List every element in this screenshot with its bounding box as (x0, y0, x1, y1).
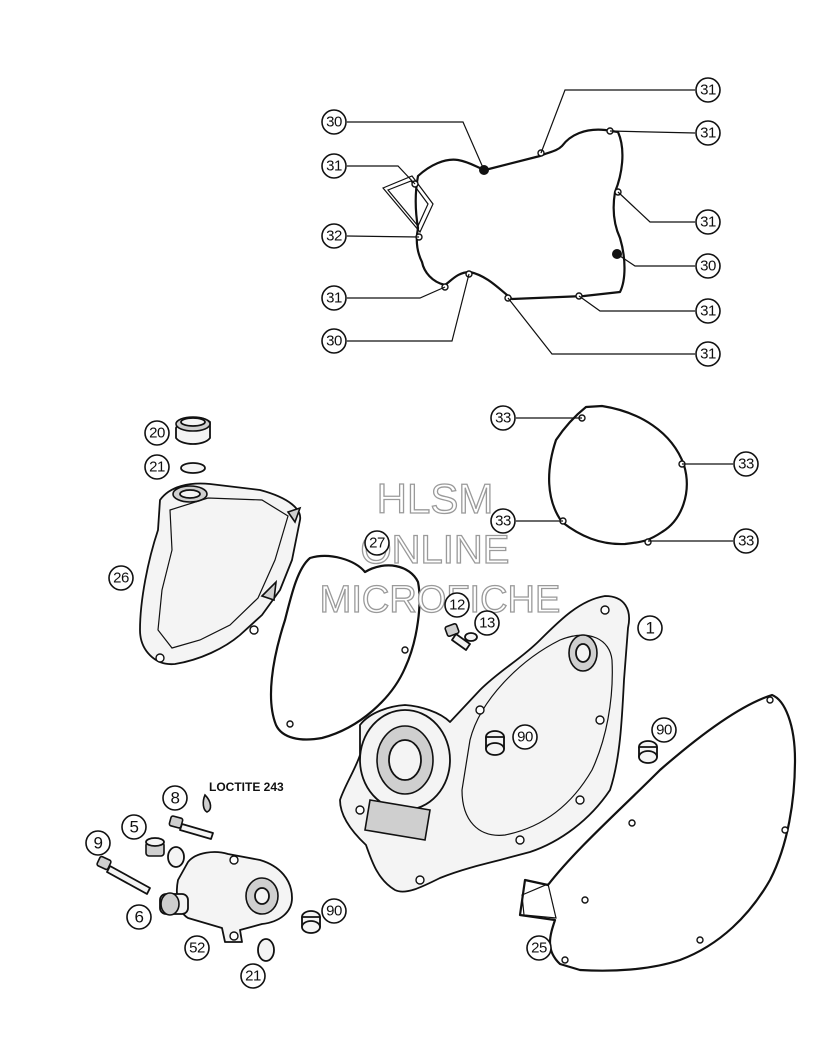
bolt-12 (444, 623, 471, 651)
svg-text:31: 31 (700, 303, 716, 320)
svg-text:9: 9 (94, 834, 103, 853)
svg-text:1: 1 (646, 619, 655, 638)
callout-90: 90 (321, 898, 347, 924)
round-gasket-33 (548, 404, 688, 546)
crankcase-cover-1 (339, 595, 630, 893)
watermark: HLSM ONLINE MICROFICHE (319, 474, 561, 621)
dowel-90-c (301, 910, 321, 934)
plug-5 (145, 837, 165, 857)
svg-text:12: 12 (449, 597, 465, 614)
callout-8: 8 (162, 785, 188, 811)
callout-31: 31 (695, 341, 721, 367)
callout-90: 90 (651, 717, 677, 743)
callout-31: 31 (695, 77, 721, 103)
svg-text:21: 21 (245, 968, 261, 985)
top-gasket (382, 127, 626, 302)
leader-lines (346, 89, 733, 542)
svg-text:52: 52 (189, 940, 205, 957)
callout-5: 5 (121, 814, 147, 840)
callout-33: 33 (733, 528, 759, 554)
callout-12: 12 (444, 592, 470, 618)
callout-26: 26 (108, 565, 134, 591)
callout-20: 20 (144, 420, 170, 446)
loctite-note: LOCTITE 243 (209, 780, 284, 794)
oil-filler-plug (175, 416, 211, 445)
svg-text:32: 32 (326, 228, 342, 245)
svg-text:31: 31 (700, 214, 716, 231)
svg-text:30: 30 (326, 333, 342, 350)
svg-text:30: 30 (700, 258, 716, 275)
gasket-27 (269, 554, 421, 741)
callout-25: 25 (526, 935, 552, 961)
bolt-9 (96, 855, 151, 895)
svg-text:31: 31 (700, 125, 716, 142)
callout-30: 30 (695, 253, 721, 279)
callout-31: 31 (321, 153, 347, 179)
bolt-8 (168, 793, 214, 840)
water-pump-cover-52 (159, 851, 293, 943)
washer-13 (464, 632, 478, 642)
svg-text:MICROFICHE: MICROFICHE (320, 579, 561, 621)
callout-13: 13 (474, 610, 500, 636)
svg-text:90: 90 (326, 903, 342, 920)
svg-text:31: 31 (700, 346, 716, 363)
svg-text:25: 25 (531, 940, 547, 957)
dowel-90-b (638, 740, 658, 764)
callout-27: 27 (364, 530, 390, 556)
callout-30: 30 (321, 109, 347, 135)
clutch-cover-26 (139, 482, 302, 665)
washer-6 (167, 846, 185, 868)
svg-text:HLSM: HLSM (377, 475, 494, 522)
svg-text:8: 8 (171, 789, 180, 808)
svg-text:21: 21 (149, 459, 165, 476)
callout-32: 32 (321, 223, 347, 249)
svg-text:27: 27 (369, 535, 385, 552)
o-ring-21-lower (257, 938, 275, 962)
callout-1: 1 (637, 615, 663, 641)
o-ring-21 (180, 462, 206, 474)
svg-text:5: 5 (130, 818, 139, 837)
callout-31: 31 (695, 209, 721, 235)
svg-text:31: 31 (700, 82, 716, 99)
svg-text:33: 33 (738, 533, 754, 550)
svg-text:30: 30 (326, 114, 342, 131)
gasket-25 (518, 693, 797, 972)
svg-text:33: 33 (495, 513, 511, 530)
svg-text:90: 90 (656, 722, 672, 739)
callout-9: 9 (85, 830, 111, 856)
svg-text:90: 90 (517, 729, 533, 746)
callout-31: 31 (321, 285, 347, 311)
svg-text:31: 31 (326, 158, 342, 175)
svg-text:26: 26 (113, 570, 129, 587)
callout-21: 21 (240, 963, 266, 989)
callout-52: 52 (184, 935, 210, 961)
svg-text:31: 31 (326, 290, 342, 307)
callout-31: 31 (695, 120, 721, 146)
callout-6: 6 (126, 904, 152, 930)
callout-33: 33 (733, 451, 759, 477)
callout-31: 31 (695, 298, 721, 324)
callout-90: 90 (512, 724, 538, 750)
dowel-90-a (485, 730, 505, 756)
callout-30: 30 (321, 328, 347, 354)
callout-33: 33 (490, 508, 516, 534)
callout-33: 33 (490, 405, 516, 431)
svg-text:33: 33 (738, 456, 754, 473)
callout-21: 21 (144, 454, 170, 480)
svg-text:6: 6 (135, 908, 144, 927)
svg-text:33: 33 (495, 410, 511, 427)
svg-text:13: 13 (479, 615, 495, 632)
svg-text:20: 20 (149, 425, 165, 442)
